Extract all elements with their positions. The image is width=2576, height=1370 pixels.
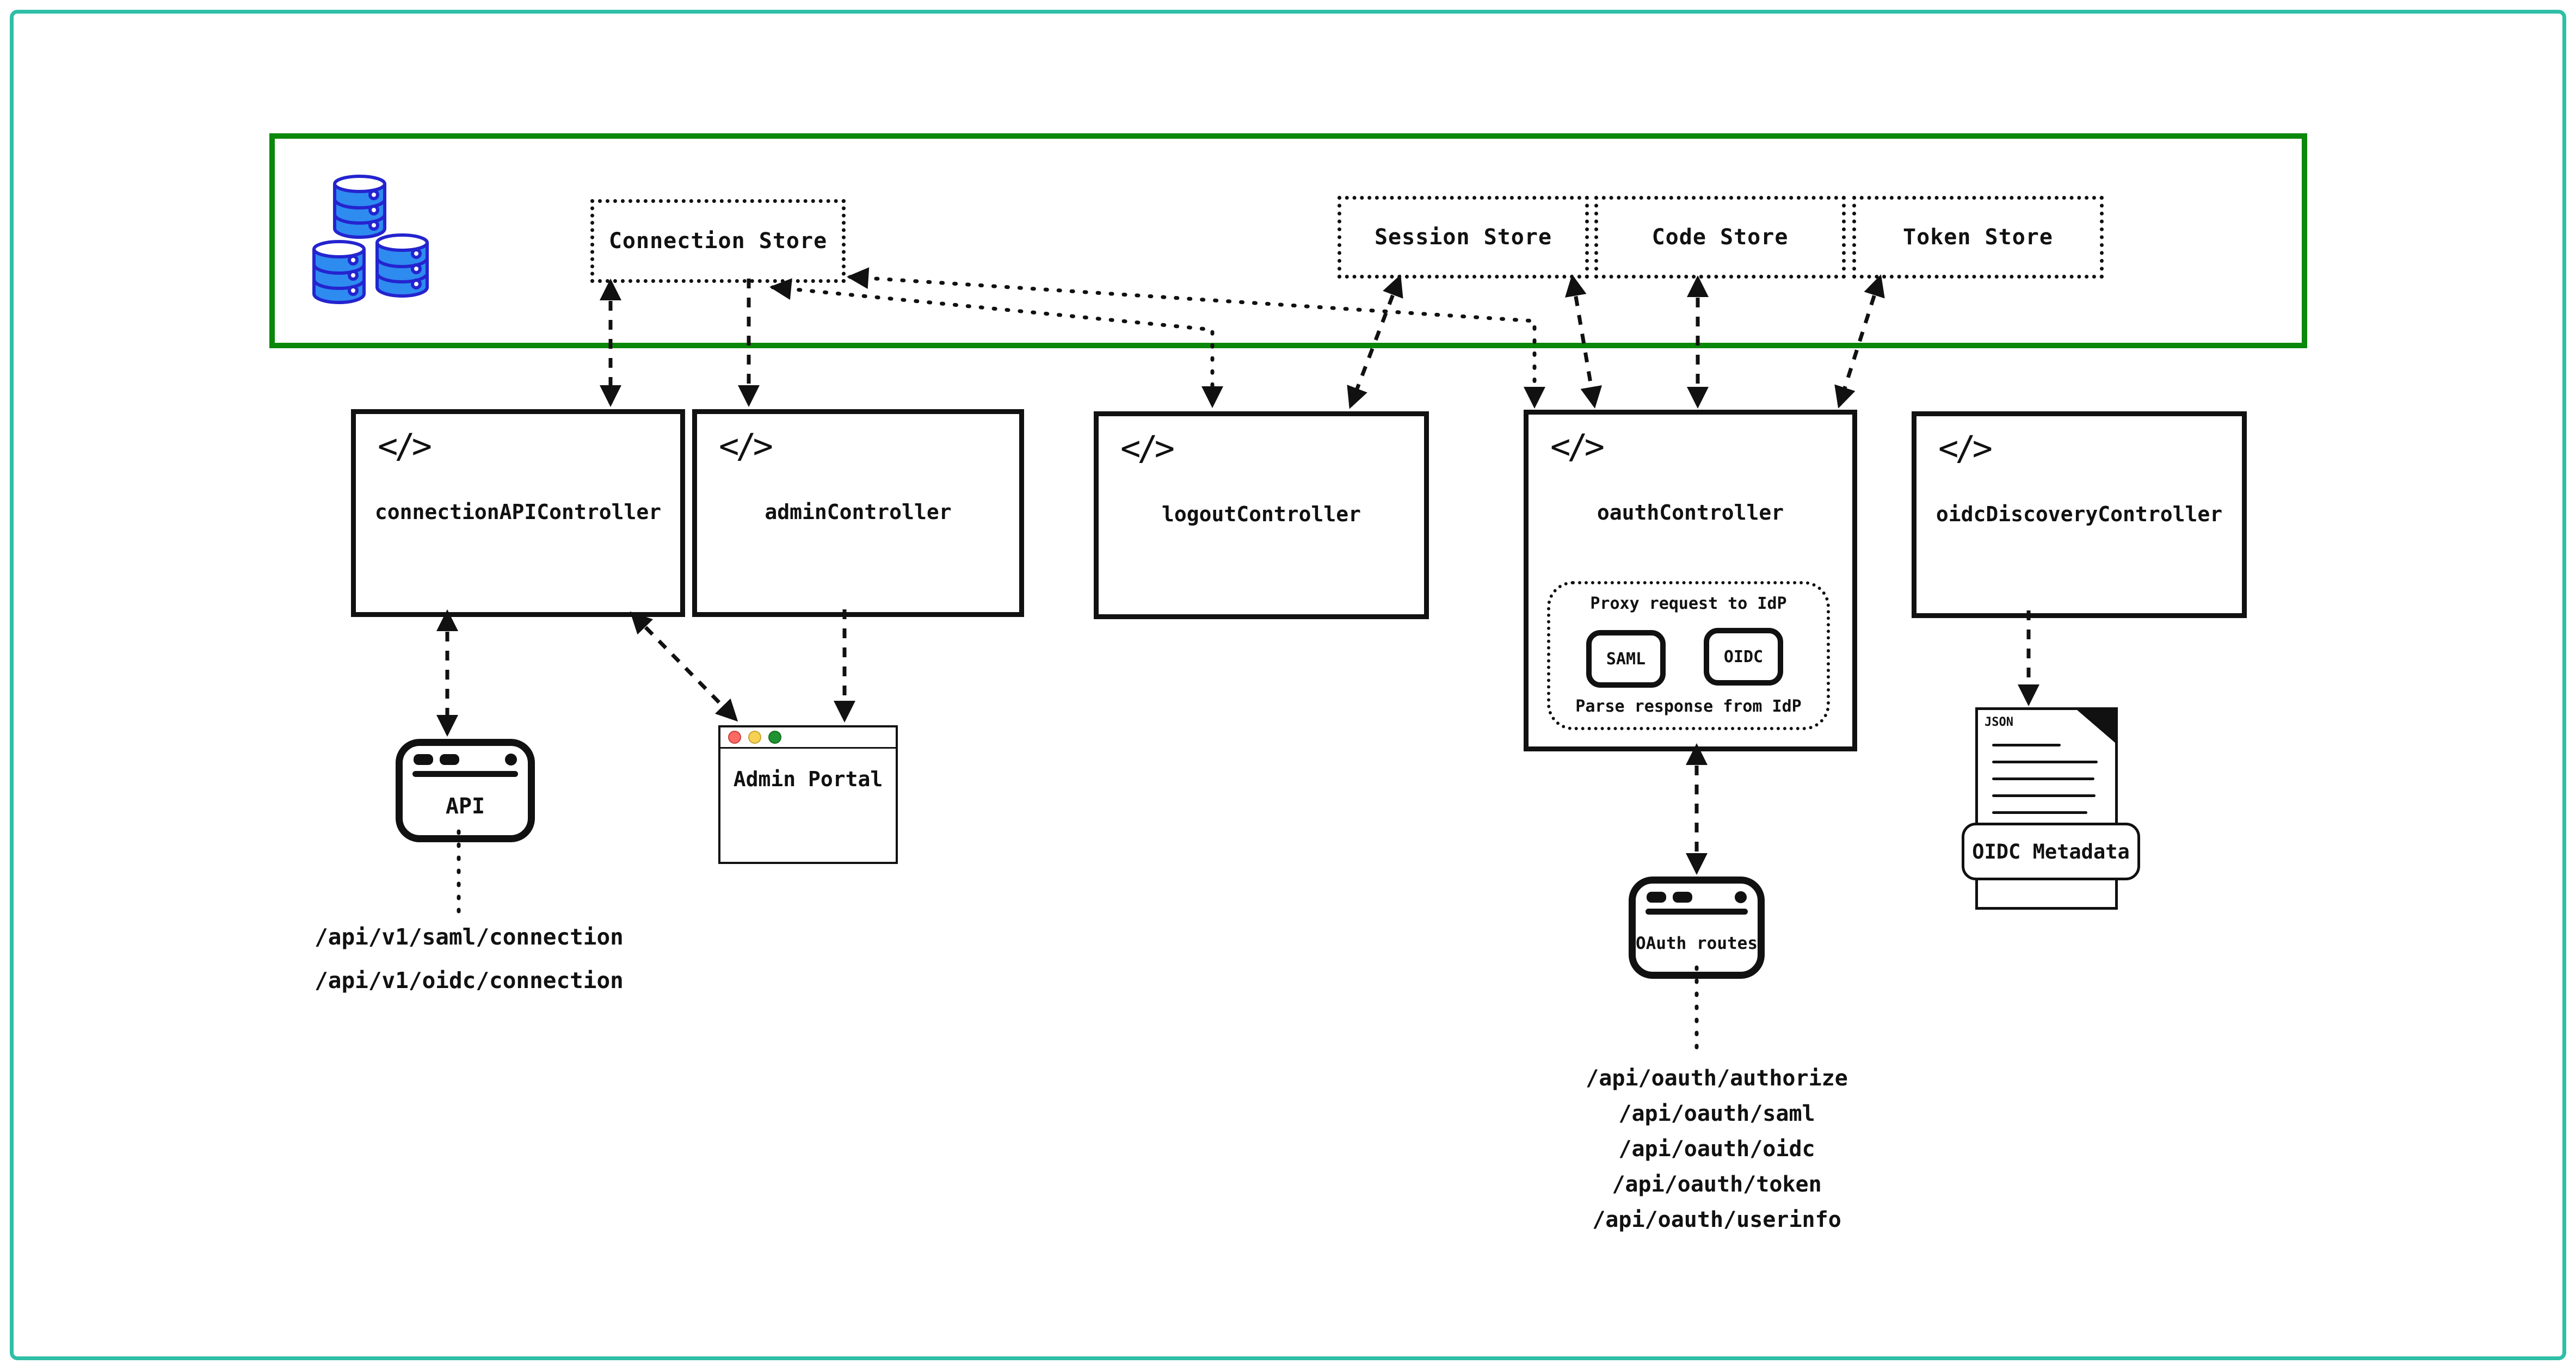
- code-store-label: Code Store: [1651, 225, 1789, 250]
- idp-proxy-box: Proxy request to IdP SAML OIDC Parse res…: [1547, 581, 1830, 730]
- logout-controller-box: </> logoutController: [1094, 411, 1429, 619]
- api-window-icon: API: [396, 739, 535, 842]
- oauth-controller-label: oauthController: [1597, 501, 1784, 524]
- oidc-chip: OIDC: [1704, 628, 1783, 686]
- token-store-box: Token Store: [1852, 196, 2104, 279]
- close-traffic-light-icon: [728, 731, 741, 744]
- code-icon: </>: [1938, 428, 1993, 468]
- tab-pill-icon: [440, 754, 459, 765]
- admin-portal-window: Admin Portal: [718, 725, 898, 864]
- endpoint-path: /api/v1/saml/connection: [315, 924, 624, 950]
- endpoint-path: /api/v1/oidc/connection: [315, 967, 624, 993]
- window-dot-icon: [505, 754, 517, 766]
- parse-response-label: Parse response from IdP: [1575, 697, 1802, 716]
- browser-bar: [1636, 884, 1758, 903]
- json-document-icon: JSON OIDC Metadata: [1962, 707, 2140, 910]
- oidc-discovery-controller-label: oidcDiscoveryController: [1936, 502, 2223, 526]
- portal-body: Admin Portal: [720, 749, 896, 860]
- session-store-label: Session Store: [1374, 225, 1552, 250]
- oidc-discovery-controller-box: </> oidcDiscoveryController: [1912, 411, 2247, 618]
- oauth-controller-box: </> oauthController Proxy request to IdP…: [1524, 410, 1857, 751]
- document-text-lines: [1992, 744, 2103, 828]
- minimize-traffic-light-icon: [748, 731, 761, 744]
- code-icon: </>: [1550, 427, 1605, 466]
- address-bar-line: [412, 771, 518, 777]
- code-icon: </>: [1120, 428, 1175, 468]
- token-store-label: Token Store: [1903, 225, 2053, 250]
- tab-pill-icon: [1647, 892, 1666, 903]
- browser-bar: [403, 746, 528, 766]
- window-dot-icon: [1735, 891, 1747, 903]
- oidc-label: OIDC: [1723, 647, 1764, 667]
- maximize-traffic-light-icon: [768, 731, 781, 744]
- session-store-box: Session Store: [1338, 196, 1589, 279]
- oauth-routes-window-icon: OAuth routes: [1629, 877, 1765, 979]
- saml-chip: SAML: [1586, 630, 1666, 688]
- oauth-routes-label: OAuth routes: [1636, 933, 1758, 953]
- connection-api-controller-label: connectionAPIController: [374, 500, 662, 524]
- tab-pill-icon: [414, 754, 433, 765]
- logout-controller-label: logoutController: [1161, 502, 1361, 526]
- api-window-label: API: [445, 793, 485, 819]
- oidc-metadata-label: OIDC Metadata: [1972, 840, 2130, 863]
- outer-frame: [10, 10, 2566, 1360]
- connection-api-endpoints: /api/v1/saml/connection /api/v1/oidc/con…: [306, 915, 632, 1002]
- code-icon: </>: [378, 426, 432, 466]
- endpoint-path: /api/oauth/oidc: [1618, 1137, 1815, 1162]
- connection-store-label: Connection Store: [608, 229, 828, 254]
- admin-portal-label: Admin Portal: [733, 767, 883, 791]
- proxy-request-label: Proxy request to IdP: [1590, 594, 1787, 613]
- code-icon: </>: [719, 426, 773, 466]
- endpoint-path: /api/oauth/authorize: [1586, 1066, 1848, 1091]
- code-store-box: Code Store: [1594, 196, 1846, 279]
- oidc-metadata-ribbon: OIDC Metadata: [1962, 823, 2140, 880]
- folded-corner-icon: [2076, 709, 2116, 743]
- portal-titlebar: [720, 727, 896, 749]
- endpoint-path: /api/oauth/userinfo: [1592, 1207, 1841, 1232]
- oauth-endpoints: /api/oauth/authorize /api/oauth/saml /ap…: [1554, 1061, 1880, 1238]
- connection-store-box: Connection Store: [590, 199, 846, 283]
- admin-controller-label: adminController: [765, 500, 952, 524]
- admin-controller-box: </> adminController: [692, 409, 1024, 617]
- connection-api-controller-box: </> connectionAPIController: [351, 409, 685, 617]
- json-file-label: JSON: [1985, 715, 2013, 729]
- tab-pill-icon: [1673, 892, 1692, 903]
- endpoint-path: /api/oauth/token: [1612, 1172, 1822, 1197]
- address-bar-line: [1646, 909, 1748, 915]
- endpoint-path: /api/oauth/saml: [1618, 1101, 1815, 1126]
- saml-label: SAML: [1606, 649, 1646, 669]
